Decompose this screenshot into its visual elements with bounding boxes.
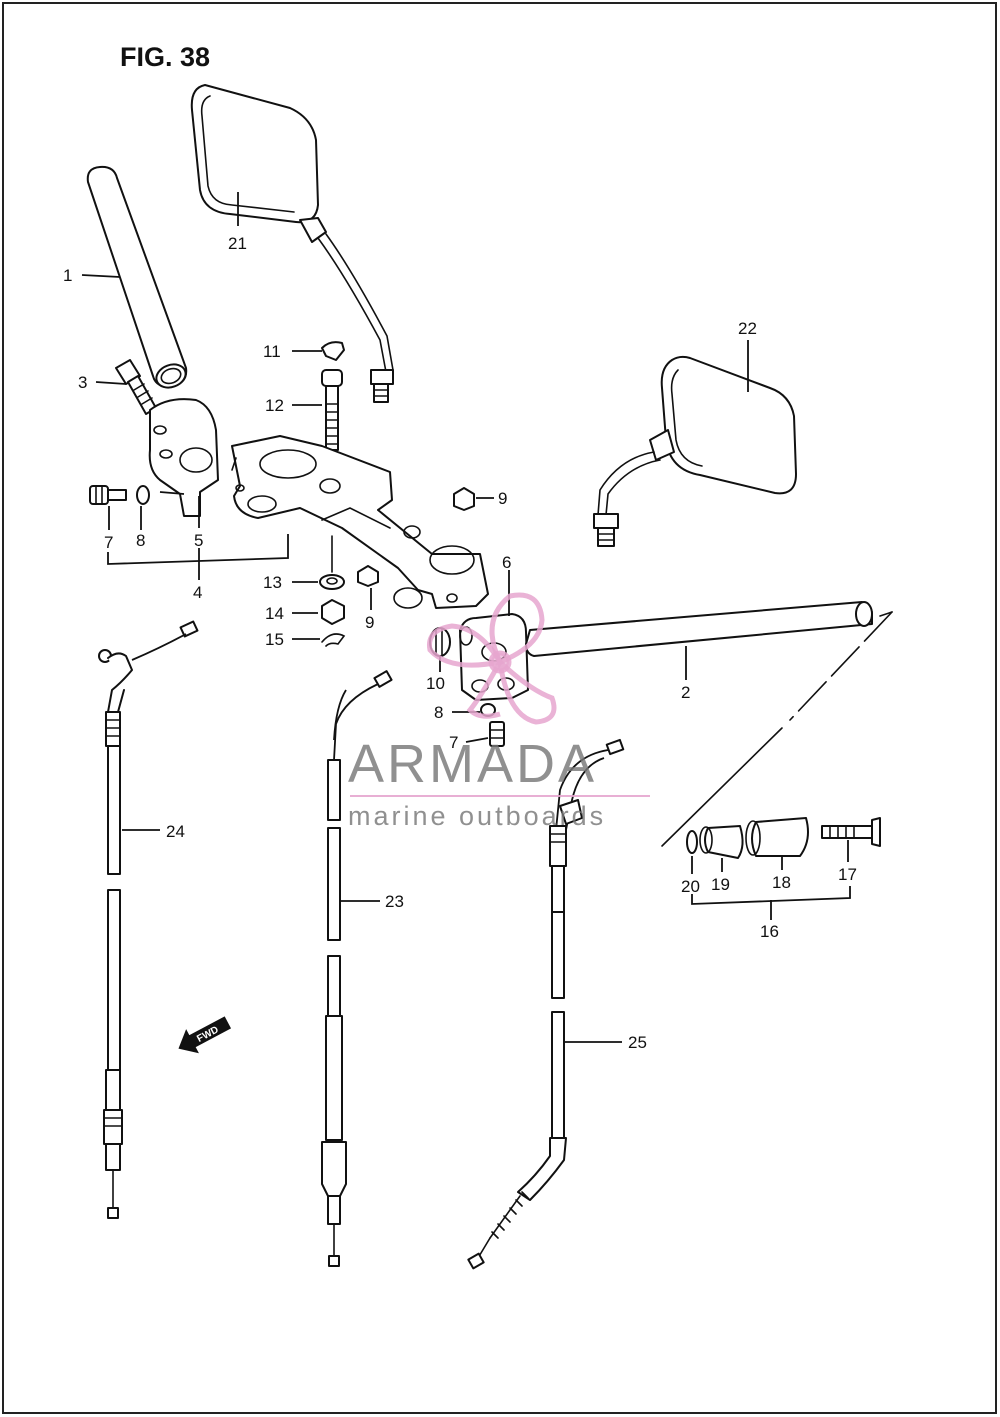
fwd-arrow-icon: FWD	[178, 1016, 232, 1054]
callout-5: 5	[194, 531, 203, 550]
callout-22: 22	[738, 319, 757, 338]
callout-14: 14	[265, 604, 284, 623]
callout-4: 4	[193, 583, 202, 602]
part-12-bolt	[321, 369, 343, 451]
watermark-brand: ARMADA	[348, 734, 597, 794]
part-21-left-mirror	[190, 84, 394, 403]
callout-17: 17	[838, 865, 857, 884]
callout-3: 3	[78, 373, 87, 392]
part-13-washer	[319, 535, 345, 590]
part-14-nut	[321, 599, 345, 625]
callout-23: 23	[385, 892, 404, 911]
callout-11: 11	[263, 342, 281, 361]
fwd-label: FWD	[195, 1024, 220, 1044]
callout-8-left: 8	[136, 531, 145, 550]
callout-8-right: 8	[434, 703, 443, 722]
callout-15: 15	[265, 630, 284, 649]
part-8-left-washer	[136, 485, 150, 505]
callout-25: 25	[628, 1033, 647, 1052]
callout-9-lower: 9	[365, 613, 374, 632]
leader-lines	[81, 192, 851, 1043]
callout-24: 24	[166, 822, 185, 841]
callout-12: 12	[265, 396, 284, 415]
callout-numbers: 1 2 3 4 5 6 7 7 8 8 9 9 10 11 12 13 14 1…	[63, 234, 857, 1052]
part-22-right-mirror	[593, 355, 797, 547]
part-1-left-grip	[86, 165, 188, 389]
callout-1: 1	[63, 266, 72, 285]
part-9-nut-upper	[453, 487, 475, 511]
part-4-handlebar-holder	[231, 435, 489, 609]
figure-title: FIG. 38	[120, 42, 210, 72]
armada-propeller-logo-icon	[426, 592, 557, 725]
part-20-washer	[686, 830, 698, 854]
callout-2: 2	[681, 683, 690, 702]
callout-10: 10	[426, 674, 445, 693]
part-23-cable	[321, 670, 393, 1267]
armada-watermark: ARMADA marine outboards	[348, 592, 650, 831]
part-9-nut-lower	[357, 565, 379, 587]
callout-13: 13	[263, 573, 282, 592]
part-5-left-holder	[148, 398, 219, 517]
callout-7-right: 7	[449, 733, 458, 752]
part-7-left-bolt	[89, 485, 127, 505]
callout-9-upper: 9	[498, 489, 507, 508]
callout-19: 19	[711, 875, 730, 894]
callout-7-left: 7	[104, 533, 113, 552]
callout-16: 16	[760, 922, 779, 941]
callout-21: 21	[228, 234, 247, 253]
watermark-tagline: marine outboards	[348, 801, 606, 831]
part-11-cap	[321, 341, 345, 361]
part-24-cable	[98, 620, 199, 1219]
callout-6: 6	[502, 553, 511, 572]
part-18-weight	[745, 817, 809, 857]
part-15-cotter-pin	[321, 633, 346, 647]
part-17-screw	[821, 817, 881, 847]
callout-18: 18	[772, 873, 791, 892]
part-7-right-bolt	[489, 721, 505, 747]
callout-20: 20	[681, 877, 700, 896]
part-25-cable	[467, 738, 625, 1270]
part-2-right-handlebar	[525, 601, 893, 847]
part-3-screw	[115, 359, 157, 415]
part-19-weight	[699, 825, 744, 859]
